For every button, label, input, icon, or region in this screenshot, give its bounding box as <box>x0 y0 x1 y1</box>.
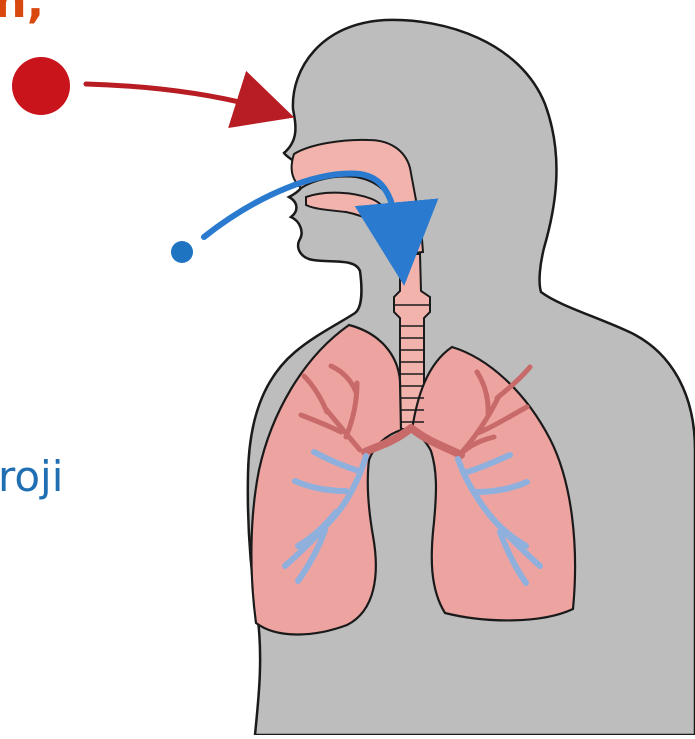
middle-text-fragment: roji <box>0 456 63 498</box>
red-arrow <box>86 84 280 113</box>
top-text-fragment: n, <box>0 0 44 24</box>
blue-particle-icon <box>171 241 193 263</box>
red-particle-icon <box>12 57 70 115</box>
